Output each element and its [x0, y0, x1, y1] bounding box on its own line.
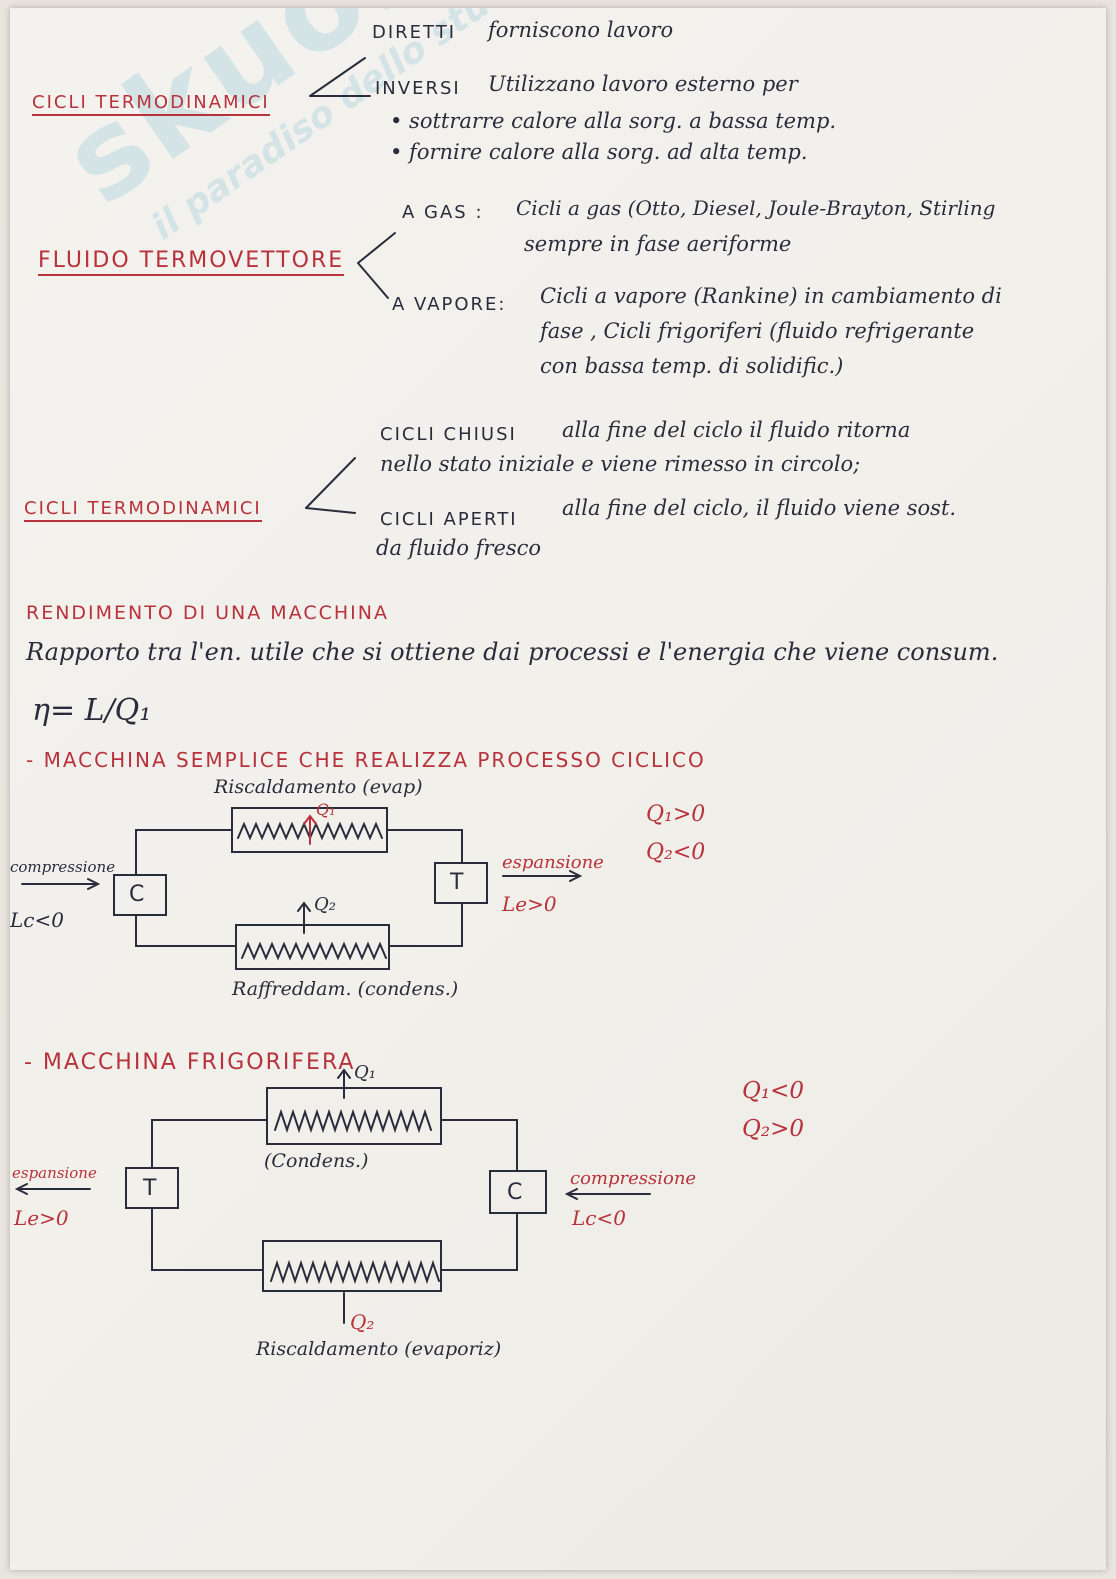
label-lc-1: Lc<0 — [10, 908, 64, 932]
text-vapore-1: Cicli a vapore (Rankine) in cambiamento … — [540, 284, 1002, 308]
label-riscaldamento-evap: Riscaldamento (evap) — [214, 776, 423, 798]
title-macchina-semplice: - MACCHINA SEMPLICE CHE REALIZZA PROCESS… — [26, 748, 706, 772]
label-riscaldamento-evaporiz: Riscaldamento (evaporiz) — [256, 1338, 502, 1360]
text-vapore-3: con bassa temp. di solidific.) — [540, 354, 844, 378]
cond-q1-2: Q₁<0 — [742, 1078, 804, 1104]
drawing-layer — [14, 57, 651, 1324]
cond-q2-2: Q₂>0 — [742, 1116, 804, 1142]
text-rendimento-definizione: Rapporto tra l'en. utile che si ottiene … — [26, 638, 999, 666]
cond-q1-1: Q₁>0 — [646, 802, 706, 827]
label-lc-2: Lc<0 — [572, 1206, 626, 1230]
diagram-macchina-semplice — [21, 807, 583, 970]
bracket-fluido — [357, 232, 396, 299]
label-a-gas: A GAS : — [402, 202, 484, 223]
bracket-cicli-2 — [305, 457, 356, 514]
text-aperti-2: da fluido fresco — [376, 536, 542, 560]
box-c-2: C — [507, 1180, 525, 1205]
box-t-2: T — [143, 1176, 159, 1201]
text-gas-2: sempre in fase aeriforme — [524, 232, 792, 256]
box-c-1: C — [129, 882, 147, 907]
label-espansione-1: espansione — [502, 852, 604, 873]
box-t-1: T — [450, 870, 466, 895]
label-espansione-2: espansione — [12, 1164, 97, 1182]
text-vapore-2: fase , Cicli frigoriferi (fluido refrige… — [540, 319, 975, 343]
label-a-vapore: A VAPORE: — [392, 294, 507, 315]
text-aperti-1: alla fine del ciclo, il fluido viene sos… — [562, 496, 957, 520]
diagram-macchina-frigorifera — [14, 1068, 651, 1324]
text-chiusi-1: alla fine del ciclo il fluido ritorna — [562, 418, 911, 442]
text-inversi: Utilizzano lavoro esterno per — [488, 72, 798, 96]
label-compressione-2: compressione — [570, 1168, 697, 1189]
label-inversi: INVERSI — [375, 78, 461, 99]
text-chiusi-2: nello stato iniziale e viene rimesso in … — [380, 452, 861, 476]
cond-q2-1: Q₂<0 — [646, 840, 706, 865]
title-cicli-termodinamici-1: CICLI TERMODINAMICI — [32, 94, 270, 116]
title-cicli-termodinamici-2: CICLI TERMODINAMICI — [24, 500, 262, 522]
title-macchina-frigorifera: - MACCHINA FRIGORIFERA — [24, 1050, 356, 1075]
label-q2-frigo: Q₂ — [350, 1310, 375, 1334]
label-cicli-aperti: CICLI APERTI — [380, 509, 518, 530]
label-condens: (Condens.) — [264, 1150, 369, 1172]
formula-rendimento: η= L/Q₁ — [32, 693, 152, 728]
label-diretti: DIRETTI — [372, 22, 457, 43]
label-q2-bottom: Q₂ — [314, 894, 336, 915]
notebook-page: skuola.net il paradiso dello studente — [10, 8, 1106, 1570]
label-cicli-chiusi: CICLI CHIUSI — [380, 424, 517, 445]
bullet-fornire: • fornire calore alla sorg. ad alta temp… — [390, 140, 808, 164]
title-rendimento: RENDIMENTO DI UNA MACCHINA — [26, 602, 389, 624]
label-raffreddam: Raffreddam. (condens.) — [232, 978, 459, 1000]
bullet-sottrarre: • sottrarre calore alla sorg. a bassa te… — [390, 109, 837, 133]
text-gas-1: Cicli a gas (Otto, Diesel, Joule-Brayton… — [516, 196, 996, 220]
bracket-cicli-1 — [309, 57, 371, 97]
label-le-1: Le>0 — [502, 892, 557, 916]
label-q1-top: Q₁ — [316, 800, 336, 819]
label-q1-frigo: Q₁ — [354, 1062, 376, 1083]
label-le-2: Le>0 — [14, 1206, 69, 1230]
title-fluido-termovettore: FLUIDO TERMOVETTORE — [38, 250, 345, 276]
text-diretti: forniscono lavoro — [488, 18, 674, 42]
label-compressione-1: compressione — [10, 858, 116, 876]
